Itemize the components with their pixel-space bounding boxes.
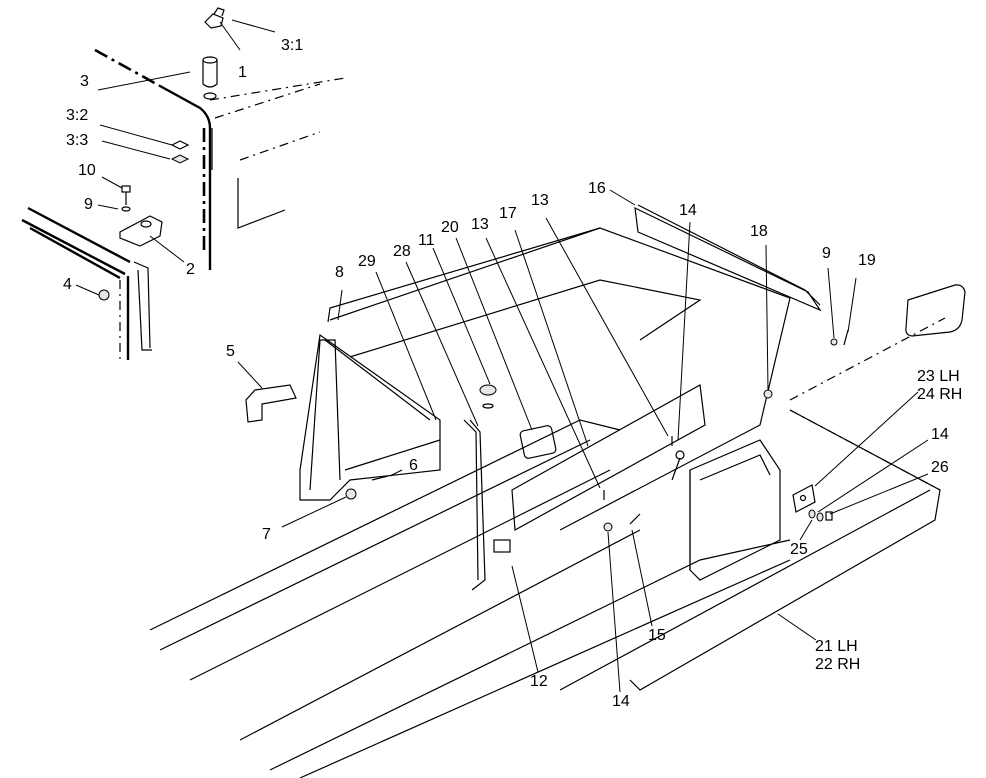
callout-4: 4 xyxy=(63,276,72,293)
callout-17: 17 xyxy=(499,205,517,222)
callout-9: 9 xyxy=(822,245,831,262)
callout-3-3: 3:3 xyxy=(66,132,89,149)
callout-3-2: 3:2 xyxy=(66,107,89,124)
callout-13: 13 xyxy=(471,216,489,233)
callout-14: 14 xyxy=(679,202,697,219)
callout-19: 19 xyxy=(858,252,876,269)
callout-15: 15 xyxy=(648,627,666,644)
callout-7: 7 xyxy=(262,526,271,543)
callout-6: 6 xyxy=(409,457,418,474)
callout-14: 14 xyxy=(931,426,949,443)
callout-10: 10 xyxy=(78,162,96,179)
callout-18: 18 xyxy=(750,223,768,240)
callout-29: 29 xyxy=(358,253,376,270)
callout-13: 13 xyxy=(531,192,549,209)
callout-21-22: 21 LH 22 RH xyxy=(815,638,861,673)
callout-1: 1 xyxy=(238,64,247,81)
callout-8: 8 xyxy=(335,264,344,281)
callout-23-24: 23 LH 24 RH xyxy=(917,368,963,403)
callout-3-1: 3:1 xyxy=(281,37,304,54)
callout-14: 14 xyxy=(612,693,630,710)
callout-3: 3 xyxy=(80,73,89,90)
callout-26: 26 xyxy=(931,459,949,476)
callout-2: 2 xyxy=(186,261,195,278)
leader-lines xyxy=(75,19,929,693)
callout-11: 11 xyxy=(418,232,435,249)
callout-28: 28 xyxy=(393,243,411,260)
latch-assembly xyxy=(21,7,346,360)
callout-12: 12 xyxy=(530,673,548,690)
callout-16: 16 xyxy=(588,180,606,197)
callout-9: 9 xyxy=(84,196,93,213)
callout-25: 25 xyxy=(790,541,808,558)
hood-body xyxy=(149,204,966,778)
callout-5: 5 xyxy=(226,343,235,360)
callout-20: 20 xyxy=(441,219,459,236)
